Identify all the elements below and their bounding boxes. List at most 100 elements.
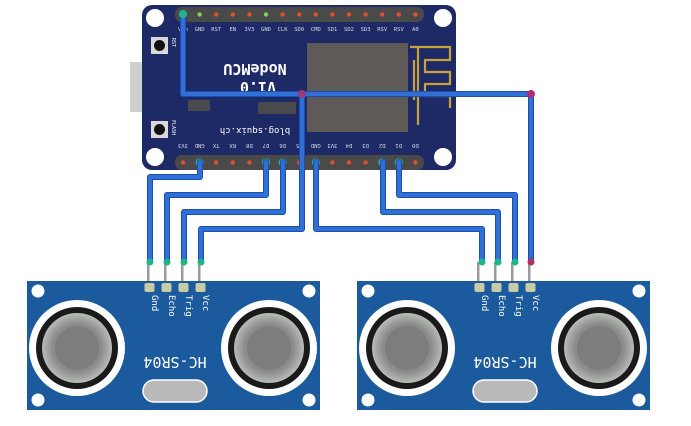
sensor-name: HC-SR04 (473, 353, 536, 371)
mount-hole-icon (361, 284, 375, 298)
top-pin-sd2[interactable]: SD2 (344, 12, 354, 33)
wire-end-icon (511, 258, 519, 266)
sensor-pin-label: Vcc (530, 295, 540, 311)
bottom-pin-3v3[interactable]: 3V3 (178, 142, 188, 165)
rst-button[interactable]: RST (151, 37, 176, 54)
transmitter-icon (29, 300, 125, 396)
sensor-pin-echo[interactable]: Echo (161, 262, 177, 317)
top-pin-cmd[interactable]: CMD (311, 12, 321, 33)
mount-hole-icon (434, 9, 452, 27)
sensor-name: HC-SR04 (143, 353, 206, 371)
mount-hole-icon (632, 393, 646, 407)
mount-hole-icon (31, 284, 45, 298)
wire-end-icon (527, 258, 535, 266)
wire-vcc-sensor1[interactable] (197, 91, 305, 266)
sensor-pin-vcc[interactable]: Vcc (195, 262, 211, 311)
sensor-pin-label: Gnd (149, 295, 159, 311)
rst-button-label: RST (170, 38, 176, 47)
bottom-pin-d0[interactable]: D0 (412, 142, 419, 165)
top-pin-clk[interactable]: CLK (278, 12, 289, 33)
bottom-pin-d3[interactable]: D3 (362, 142, 369, 165)
pin-label: SD0 (294, 27, 304, 33)
pin-label: CLK (278, 27, 289, 33)
pin-label: EN (229, 27, 236, 33)
wire-end-icon (478, 258, 486, 266)
bottom-pin-tx[interactable]: TX (212, 142, 220, 165)
pin-label: RSV (394, 27, 405, 33)
pin-label: D8 (246, 142, 253, 148)
pin-label: D3 (362, 142, 369, 148)
smd-component (188, 100, 210, 111)
wires (146, 10, 535, 266)
board-name: NodeMCU (223, 60, 286, 78)
pin-label: GND (311, 142, 321, 148)
top-pin-gnd[interactable]: GND (261, 12, 271, 33)
pin-label: SD3 (361, 27, 371, 33)
sensor-pin-gnd[interactable]: Gnd (144, 262, 160, 311)
pin-label: SD2 (344, 27, 354, 33)
bottom-pin-rx[interactable]: RX (229, 142, 236, 165)
mount-hole-icon (632, 284, 646, 298)
pin-label: GND (195, 142, 205, 148)
top-pin-sd0[interactable]: SD0 (294, 12, 304, 33)
wire-vin-junction[interactable] (180, 11, 305, 97)
top-pin-3v3[interactable]: 3V3 (244, 12, 254, 33)
pin-label: SD1 (327, 27, 337, 33)
sensor-pin-gnd[interactable]: Gnd (474, 262, 490, 311)
pin-label: D2 (379, 142, 386, 148)
pin-label: D4 (345, 142, 352, 148)
top-pin-rsv[interactable]: RSV (377, 12, 388, 33)
bottom-pin-3v3[interactable]: 3V3 (327, 142, 337, 165)
top-pin-rsv[interactable]: RSV (394, 12, 405, 33)
top-pin-sd3[interactable]: SD3 (361, 12, 371, 33)
pin-label: CMD (311, 27, 321, 33)
pin-label: RST (211, 27, 222, 33)
sensor-pin-trig[interactable]: Trig (508, 262, 524, 317)
flash-button[interactable]: FLASH (151, 120, 176, 138)
wire-end-icon (146, 258, 154, 266)
crystal-icon (472, 379, 538, 403)
junction-icon (298, 90, 306, 98)
top-pin-rst[interactable]: RST (211, 12, 222, 33)
mount-hole-icon (146, 148, 164, 166)
top-pin-sd1[interactable]: SD1 (327, 12, 337, 33)
pin-label: 3V3 (244, 27, 254, 33)
mount-hole-icon (302, 393, 316, 407)
flash-button-label: FLASH (170, 120, 176, 135)
nodemcu-board[interactable]: RST FLASH NodeMCU V1.0 blog.squix.ch Vin… (130, 5, 456, 170)
sensor-pin-trig[interactable]: Trig (178, 262, 194, 317)
mount-hole-icon (146, 9, 164, 27)
pin-label: TX (212, 142, 219, 148)
top-pin-gnd[interactable]: GND (195, 12, 205, 33)
sensor-pin-label: Trig (513, 295, 523, 317)
sensor-pin-label: Trig (183, 295, 193, 317)
transmitter-icon (359, 300, 455, 396)
wire-trig-sensor2[interactable] (396, 159, 519, 266)
esp-chip (307, 43, 408, 132)
receiver-icon (551, 300, 647, 396)
bottom-pin-d8[interactable]: D8 (246, 142, 253, 165)
bottom-pin-d4[interactable]: D4 (345, 142, 352, 165)
pin-label: RSV (377, 27, 388, 33)
wire-echo-sensor2[interactable] (380, 159, 502, 266)
smd-component (258, 102, 296, 114)
wire-end-icon (179, 10, 187, 18)
wire-echo-sensor1[interactable] (163, 159, 269, 266)
top-pin-en[interactable]: EN (229, 12, 236, 33)
pin-label: 3V3 (178, 142, 188, 148)
pin-label: D7 (263, 142, 270, 148)
mount-hole-icon (302, 284, 316, 298)
top-pin-a0[interactable]: A0 (412, 12, 419, 33)
wire-gnd-sensor2[interactable] (313, 159, 486, 266)
pin-label: 3V3 (327, 142, 337, 148)
wire-gnd-sensor1[interactable] (146, 159, 203, 266)
sensor-pin-echo[interactable]: Echo (491, 262, 507, 317)
mount-hole-icon (31, 393, 45, 407)
sensor-pin-label: Echo (166, 295, 176, 317)
pin-label: D1 (395, 142, 402, 148)
sensor-pin-vcc[interactable]: Vcc (525, 262, 541, 311)
pin-label: D6 (279, 142, 286, 148)
wire-trig-sensor1[interactable] (180, 159, 286, 266)
